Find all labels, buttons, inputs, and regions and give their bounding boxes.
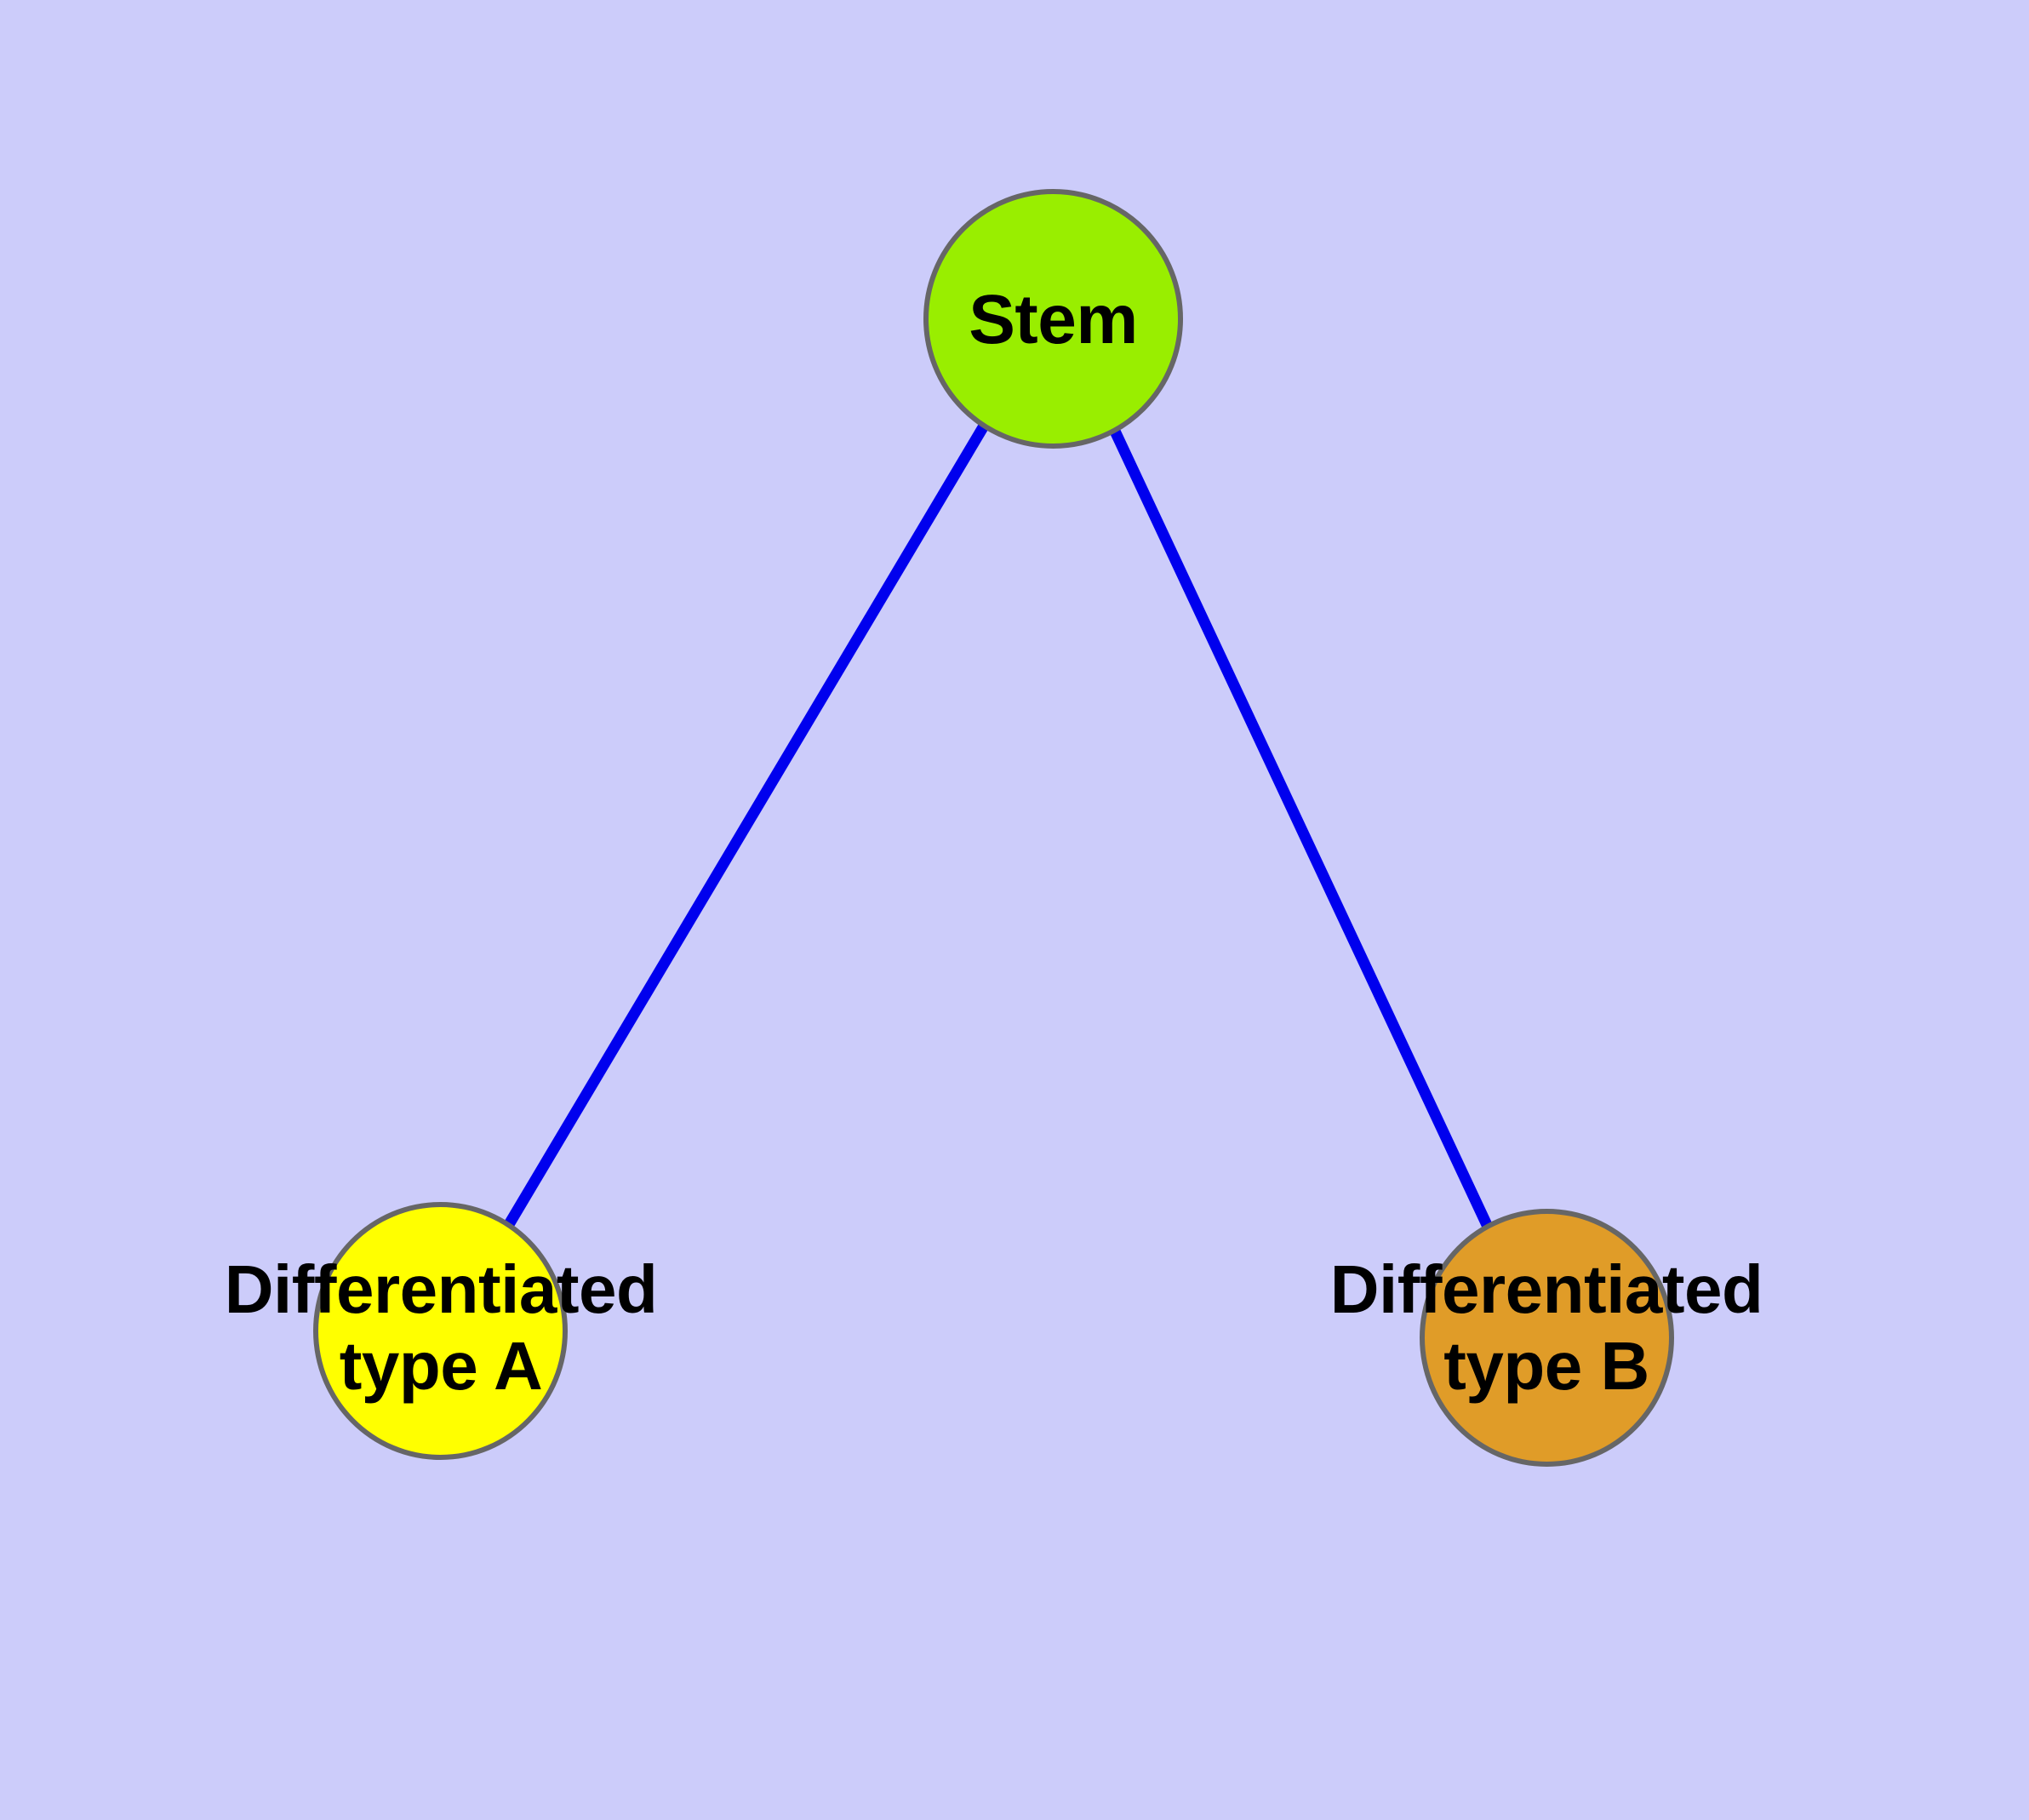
edge-stem-to-differentiated-type-a bbox=[503, 424, 988, 1229]
edge-stem-to-differentiated-type-b bbox=[1107, 423, 1493, 1229]
node-differentiated-type-b[interactable] bbox=[1420, 1209, 1674, 1467]
node-stem[interactable] bbox=[923, 189, 1183, 449]
node-differentiated-type-a[interactable] bbox=[313, 1202, 568, 1460]
